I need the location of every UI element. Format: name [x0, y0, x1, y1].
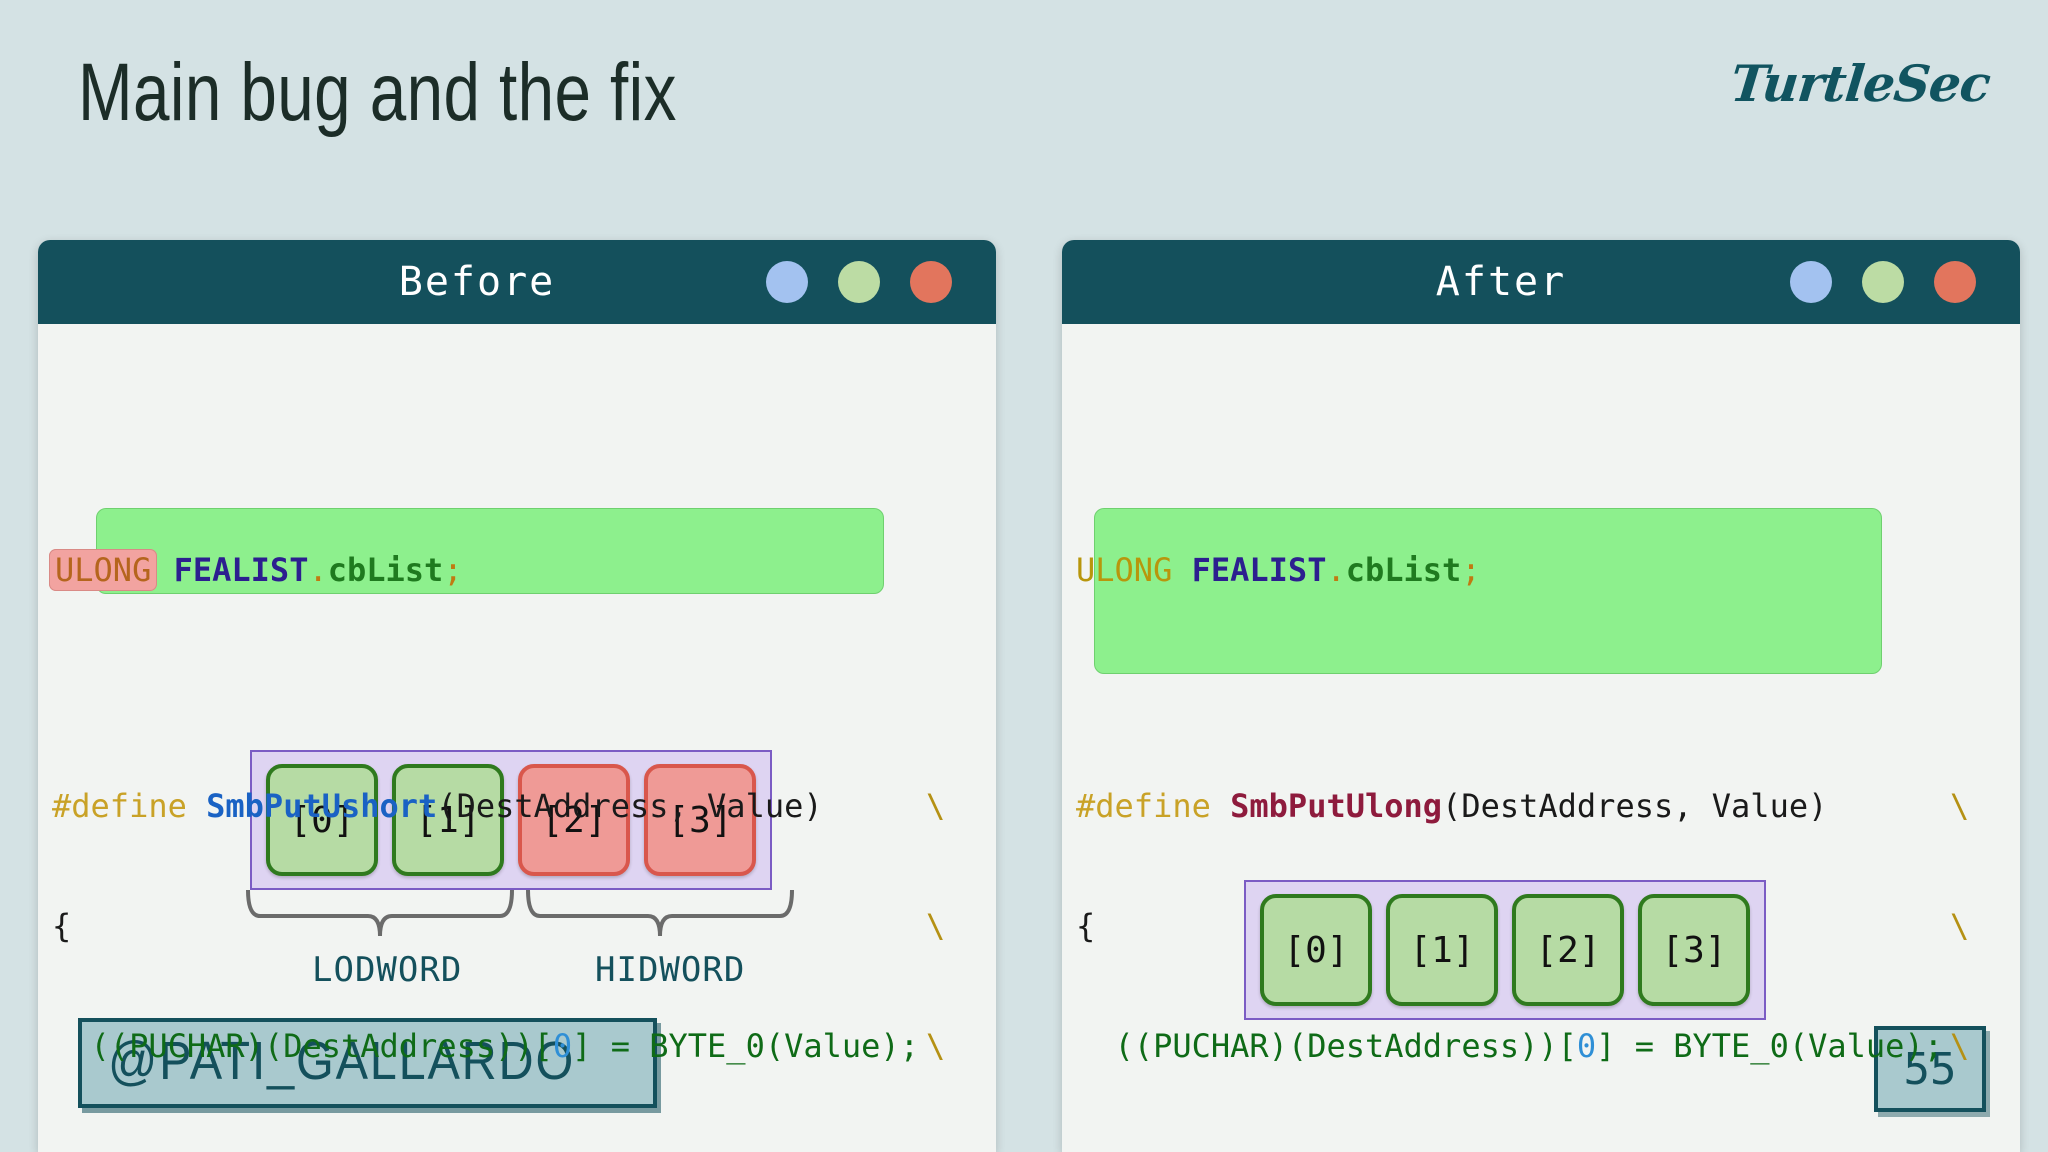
close-dot-icon[interactable]: [910, 261, 952, 303]
member-cblist: cbList: [1345, 551, 1462, 589]
body-post: ] = BYTE_1(Value);: [572, 1147, 919, 1152]
line-continuation: \: [1950, 1027, 1970, 1065]
code-line-brace-open: {\: [1076, 906, 2020, 946]
type-ulong: ULONG: [1076, 551, 1173, 589]
line-continuation: \: [1950, 1146, 1969, 1152]
byte-index: 0: [552, 1027, 573, 1065]
line-continuation: \: [1950, 907, 1970, 945]
byte-diagram-after: [0] [1] [2] [3]: [1244, 880, 1766, 1020]
semicolon: ;: [1461, 551, 1481, 589]
maximize-dot-icon[interactable]: [838, 261, 880, 303]
body-post: ] = BYTE_0(Value);: [572, 1027, 919, 1065]
semicolon: ;: [443, 551, 463, 589]
dot-op: .: [308, 551, 328, 589]
line-continuation: \: [1950, 787, 1970, 825]
byte-index: 1: [553, 1147, 572, 1152]
code-block-before: ULONG FEALIST.cbList; #define SmbPutUsho…: [38, 324, 996, 1152]
type-ulong-highlight: ULONG: [49, 549, 158, 591]
code-highlight-block-after: [1094, 508, 1882, 674]
member-cblist: cbList: [327, 551, 444, 589]
minimize-dot-icon[interactable]: [766, 261, 808, 303]
byte-diagram-before: [0] [1] [2] [3] LODWORD HIDWORD: [246, 750, 794, 990]
code-line-define: #define SmbPutUlong(DestAddress, Value) \: [1076, 786, 2020, 826]
line-continuation: \: [926, 1146, 945, 1152]
author-handle-text: @PATI_GALLARDO: [108, 1031, 576, 1091]
body-pre: ((PUCHAR)(DestAddress))[: [90, 1027, 553, 1065]
window-buttons-before: [766, 261, 996, 303]
brace-open: {: [1076, 907, 1096, 945]
code-line-decl: ULONG FEALIST.cbList;: [49, 549, 996, 591]
maximize-dot-icon[interactable]: [1862, 261, 1904, 303]
byte-cell-2: [2]: [1512, 894, 1624, 1006]
byte-cell-1: [1]: [1386, 894, 1498, 1006]
window-buttons-after: [1790, 261, 2020, 303]
code-window-after: After ULONG FEALIST.cbList; #define SmbP…: [1062, 240, 2020, 1152]
label-lodword: LODWORD: [312, 950, 463, 990]
byte-row: [0] [1] [2] [3]: [1244, 880, 1766, 1020]
struct-fealist: FEALIST: [1191, 551, 1327, 589]
body-pre: ((PUCHAR)(DestAddress))[: [1115, 1147, 1577, 1152]
macro-args: (DestAddress, Value): [437, 787, 823, 825]
macro-name: SmbPutUlong: [1230, 787, 1443, 825]
byte-cell-0: [0]: [266, 764, 378, 876]
author-handle-badge: @PATI_GALLARDO: [78, 1018, 657, 1108]
body-post: ] = BYTE_0(Value);: [1596, 1027, 1943, 1065]
byte-cell-1: [1]: [392, 764, 504, 876]
code-line-body: ((PUCHAR)(DestAddress))[1] = BYTE_1(Valu…: [1076, 1146, 2020, 1152]
dot-op: .: [1326, 551, 1346, 589]
body-post: ] = BYTE_1(Value);: [1596, 1147, 1943, 1152]
define-keyword: #define: [52, 787, 187, 825]
code-line-define: #define SmbPutUshort(DestAddress, Value)…: [52, 786, 996, 826]
label-hidword: HIDWORD: [595, 950, 746, 990]
minimize-dot-icon[interactable]: [1790, 261, 1832, 303]
macro-args: (DestAddress, Value): [1442, 787, 1828, 825]
byte-cell-2: [2]: [518, 764, 630, 876]
window-title-after: After: [1435, 259, 1567, 305]
line-continuation: \: [926, 907, 946, 945]
titlebar-after: After: [1062, 240, 2020, 324]
close-dot-icon[interactable]: [1934, 261, 1976, 303]
line-continuation: \: [926, 1027, 946, 1065]
code-line-decl: ULONG FEALIST.cbList;: [1076, 550, 2020, 590]
byte-index: 0: [1576, 1027, 1597, 1065]
byte-cell-3: [3]: [1638, 894, 1750, 1006]
page-title: Main bug and the fix: [78, 47, 677, 138]
macro-name: SmbPutUshort: [206, 787, 438, 825]
body-pre: ((PUCHAR)(DestAddress))[: [91, 1147, 553, 1152]
code-line-brace-open: {\: [52, 906, 996, 946]
titlebar-before: Before: [38, 240, 996, 324]
body-pre: ((PUCHAR)(DestAddress))[: [1114, 1027, 1577, 1065]
code-block-after: ULONG FEALIST.cbList; #define SmbPutUlon…: [1062, 324, 2020, 1152]
code-line-body: ((PUCHAR)(DestAddress))[0] = BYTE_0(Valu…: [1076, 1026, 2020, 1066]
brace-group-icon: [246, 889, 794, 937]
byte-cell-0: [0]: [1260, 894, 1372, 1006]
brace-open: {: [52, 907, 72, 945]
byte-row: [0] [1] [2] [3]: [250, 750, 772, 890]
define-keyword: #define: [1076, 787, 1211, 825]
byte-cell-3: [3]: [644, 764, 756, 876]
page-number-badge: 55: [1874, 1026, 1986, 1112]
byte-index: 1: [1577, 1147, 1596, 1152]
window-title-before: Before: [398, 259, 556, 305]
code-line-body: ((PUCHAR)(DestAddress))[1] = BYTE_1(Valu…: [52, 1146, 996, 1152]
code-highlight-block-before: [96, 508, 884, 594]
code-window-before: Before ULONG FEALIST.cbList; #define Smb…: [38, 240, 996, 1152]
code-line-body: ((PUCHAR)(DestAddress))[0] = BYTE_0(Valu…: [52, 1026, 996, 1066]
struct-fealist: FEALIST: [173, 551, 309, 589]
line-continuation: \: [926, 787, 946, 825]
brand-logo: TurtleSec: [1728, 54, 1994, 113]
